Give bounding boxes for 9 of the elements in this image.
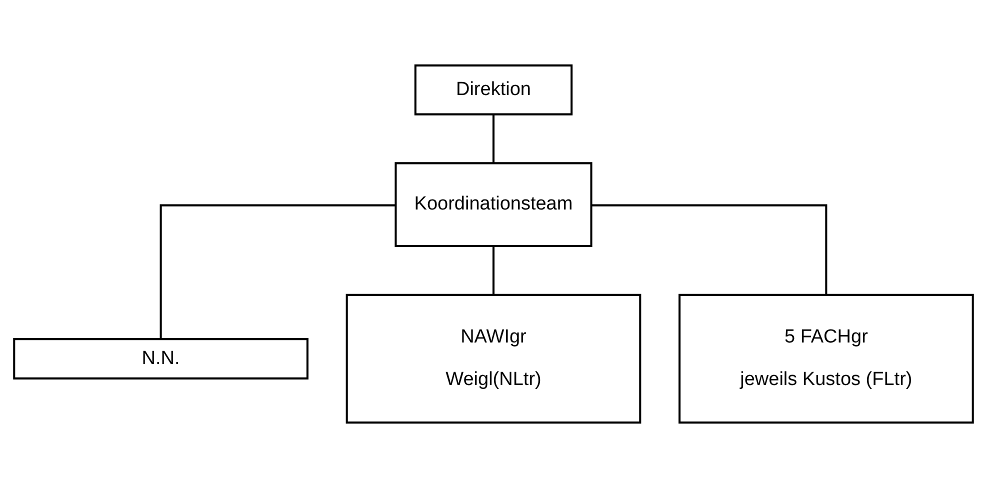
connector: [492, 246, 495, 294]
node-box: 5 FACHgr jeweils Kustos (FLtr): [678, 294, 974, 424]
node-box: Koordinationsteam: [394, 162, 592, 248]
connector: [160, 204, 396, 339]
node-box: NAWIgr Weigl(NLtr): [346, 294, 642, 424]
node-box: Direktion: [414, 64, 573, 116]
node-box: N.N.: [13, 338, 308, 380]
connector: [492, 114, 495, 164]
connector: [592, 204, 828, 295]
